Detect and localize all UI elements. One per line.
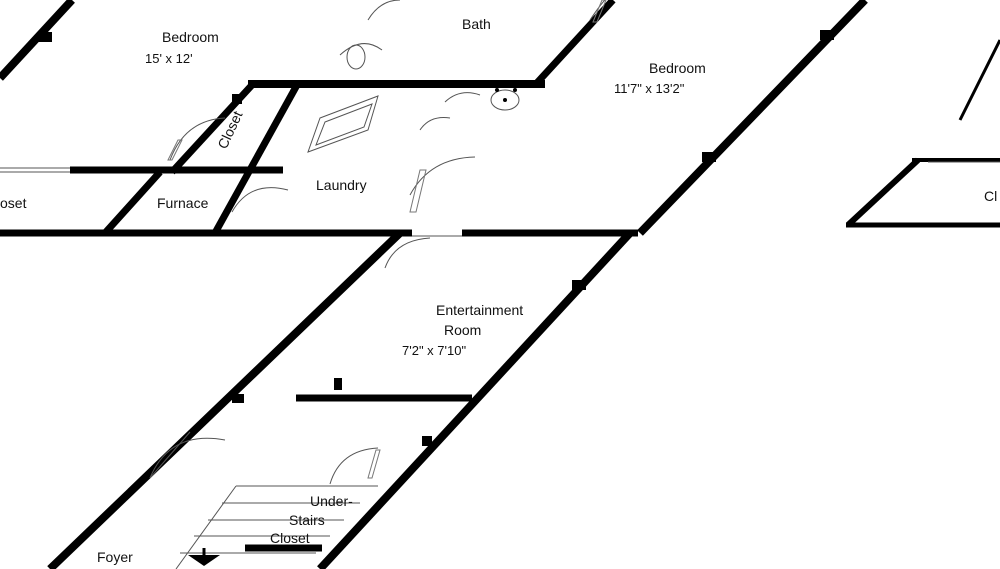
drain-icon [503, 98, 507, 102]
laundry-appliance [307, 95, 379, 153]
washer-dryer-inner [315, 103, 373, 146]
horizontal-walls [0, 80, 1000, 552]
wall-diagonal-far-left [0, 0, 75, 81]
wall-diagonal-far-right [958, 39, 1000, 121]
bath-fixtures [339, 43, 520, 131]
wall-diagonal-furnace-left [102, 169, 163, 236]
room-label-under-stairs-line3: Closet [270, 530, 310, 546]
room-size-bedroom-right: 11'7" x 13'2" [614, 81, 685, 96]
room-label-under-stairs-line1: Under- [310, 493, 353, 509]
room-label-laundry: Laundry [316, 177, 367, 193]
room-label-bedroom-left: Bedroom [162, 29, 219, 45]
door-swings [0, 0, 1000, 485]
wall-stub [820, 30, 834, 40]
wall-stub [38, 32, 52, 42]
room-label-furnace: Furnace [157, 195, 209, 211]
room-label-entertainment-line2: Room [444, 322, 481, 338]
washer-dryer-outline [307, 95, 379, 153]
room-labels: Bedroom 15' x 12' Bath Bedroom 11'7" x 1… [0, 16, 997, 565]
door-jamb [167, 139, 183, 161]
stair-direction-arrow-icon [188, 555, 220, 566]
sink-basin-icon [490, 89, 520, 111]
stairs [175, 485, 378, 569]
door-arc [409, 156, 476, 196]
door-arc [329, 447, 379, 485]
wall-diagonal-laundry-left [211, 83, 301, 235]
fixture-knob [513, 88, 517, 92]
door-arc [231, 187, 289, 213]
wall-stub [702, 152, 716, 162]
room-label-bath: Bath [462, 16, 491, 32]
tub-icon [444, 92, 481, 103]
hatched-jambs [167, 0, 607, 479]
door-leaf [149, 431, 191, 479]
fixture-knob [495, 88, 499, 92]
sink-icon [339, 43, 383, 56]
door-arc [169, 117, 226, 161]
wall-stub [334, 378, 342, 390]
wall-stub [232, 94, 242, 104]
stair-stringer [175, 485, 237, 569]
door-jamb [409, 169, 427, 213]
wall-stub [232, 394, 244, 403]
room-label-closet-right: Cl [984, 188, 997, 204]
door-jamb [592, 0, 607, 23]
room-size-entertainment: 7'2" x 7'10" [402, 343, 466, 358]
fixture-curve [419, 117, 451, 131]
room-label-foyer: Foyer [97, 549, 133, 565]
wall-diagonal-closet-right [845, 157, 921, 228]
wall-stub [572, 280, 586, 290]
wall-diagonal-center [47, 230, 403, 569]
wall-stubs [38, 30, 834, 446]
wall-stub [422, 436, 432, 446]
door-arc [384, 237, 431, 269]
room-size-bedroom-left: 15' x 12' [145, 51, 193, 66]
room-label-under-stairs-line2: Stairs [289, 512, 325, 528]
room-label-entertainment-line1: Entertainment [436, 302, 523, 318]
door-arc [149, 437, 226, 479]
room-label-closet-upper: Closet [214, 108, 245, 151]
toilet-icon [346, 44, 366, 70]
door-jamb [367, 449, 381, 479]
room-label-closet-left: oset [0, 195, 27, 211]
room-label-bedroom-right: Bedroom [649, 60, 706, 76]
door-arc [367, 0, 401, 21]
